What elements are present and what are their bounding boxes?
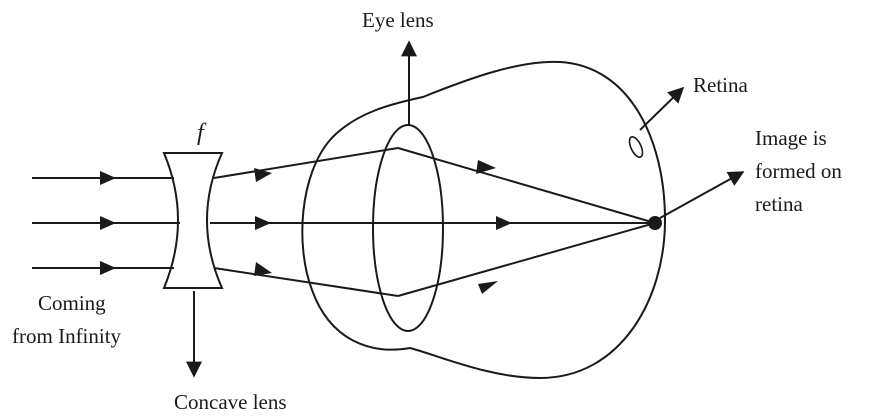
ray-arrowhead xyxy=(100,261,116,275)
label-eye-lens: Eye lens xyxy=(362,8,434,32)
eye-lens xyxy=(373,125,443,331)
image-point xyxy=(648,216,662,230)
retina-pointer xyxy=(640,88,683,130)
ray-arrowhead xyxy=(100,171,116,185)
ray-arrowhead xyxy=(254,262,272,276)
ray-arrowhead xyxy=(496,216,512,230)
label-image-line1: Image is xyxy=(755,126,827,150)
label-image-line2: formed on xyxy=(755,159,842,183)
label-retina: Retina xyxy=(693,73,748,97)
ray-arrowhead xyxy=(255,216,271,230)
pointer-arrows xyxy=(194,42,743,376)
diverging-rays xyxy=(210,148,655,296)
ray-arrowhead xyxy=(478,281,498,294)
label-image-line3: retina xyxy=(755,192,803,216)
eyeball xyxy=(302,62,665,378)
label-coming-line2: from Infinity xyxy=(12,324,122,348)
incoming-rays xyxy=(32,171,180,275)
label-focal: f xyxy=(197,120,207,146)
retina-mark xyxy=(627,135,645,159)
label-concave-lens: Concave lens xyxy=(174,390,287,414)
image-pointer xyxy=(660,172,743,218)
ray-arrowhead xyxy=(100,216,116,230)
label-coming-line1: Coming xyxy=(38,291,106,315)
ray-arrowhead xyxy=(476,160,496,174)
